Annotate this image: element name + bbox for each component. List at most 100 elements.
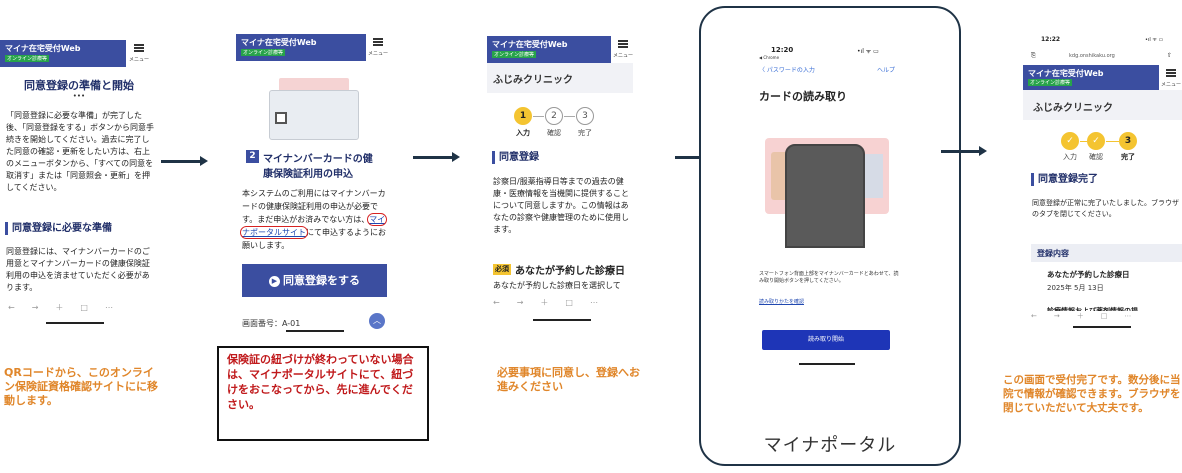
screen-consent-complete: 12:22 •ıl ᯤ ▭ ⎘ kdg.onshikaku.org ⇧ マイナ在… <box>1023 30 1182 330</box>
screen-consent-prep: マイナ在宅受付Web オンライン診療等 メニュー 同意登録の準備と開始 ••• … <box>0 40 158 325</box>
tabs-icon[interactable]: □ <box>80 303 88 312</box>
app-tag: オンライン診療等 <box>5 55 50 62</box>
question-sub: あなたが予約した診療日を選択して <box>493 281 621 290</box>
step-2-label: 確認 <box>547 129 561 137</box>
step-body-2: にて申込するようにお願いします。 <box>242 228 386 250</box>
chevron-left-icon: 〈 <box>759 67 767 74</box>
app-tag: オンライン診療等 <box>241 49 286 56</box>
status-time: 12:22 <box>1041 36 1061 43</box>
flow-arrow-1 <box>161 156 208 166</box>
back-icon[interactable]: ← <box>8 303 15 312</box>
card-reader-illustration <box>765 136 889 248</box>
title-dots: ••• <box>72 92 86 100</box>
plus-icon[interactable]: ＋ <box>540 298 549 307</box>
status-carrier: ◀ Chrome <box>759 55 780 60</box>
caption-box-link-warning: 保険証の紐づけが終わっていない場合は、マイナポータルサイトにて、紐づけをおこなっ… <box>217 346 429 441</box>
status-icons: •ıl ᯤ ▭ <box>1145 37 1164 43</box>
clinic-header: ふじみクリニック <box>487 63 633 93</box>
status-time: 12:20 <box>771 46 794 54</box>
page-title: カードの読み取り <box>759 90 847 103</box>
menu-button[interactable]: メニュー <box>128 40 150 67</box>
hamburger-icon <box>1166 69 1176 77</box>
step-2-label: 確認 <box>1089 153 1103 161</box>
app-name: マイナ在宅受付Web <box>492 40 568 49</box>
complete-paragraph: 同意登録が正常に完了いたしました。ブラウザのタブを閉じてください。 <box>1032 199 1179 218</box>
forward-icon[interactable]: → <box>516 298 524 307</box>
browser-nav-bar: ← → ＋ □ ⋯ <box>8 302 158 314</box>
step-1-label: 入力 <box>1063 153 1077 161</box>
flow-arrow-4 <box>941 146 987 156</box>
content-header-bar: 登録内容 <box>1031 244 1182 262</box>
item-value: 2025年 5月 13日 <box>1047 284 1104 292</box>
browser-nav-bar: ← → ＋ □ ⋯ <box>493 297 633 309</box>
step-3-indicator: 3 <box>576 107 594 125</box>
smartphone-image <box>785 144 865 248</box>
more-icon[interactable]: ⋯ <box>104 303 113 312</box>
step-connector <box>1106 141 1119 142</box>
tabs-icon[interactable]: □ <box>1100 312 1108 320</box>
more-icon[interactable]: ⋯ <box>589 298 598 307</box>
step-2-check-icon: ✓ <box>1087 132 1105 150</box>
clinic-name: ふじみクリニック <box>493 75 573 86</box>
start-reading-button[interactable]: 読み取り開始 <box>762 330 890 350</box>
intro-paragraph: 「同意登録に必要な準備」が完了した後、「同意登録をする」ボタンから同意手続きを開… <box>6 111 154 192</box>
content-header: 登録内容 <box>1037 249 1069 258</box>
menu-button[interactable]: メニュー <box>613 36 633 63</box>
home-indicator <box>533 319 591 321</box>
address-bar[interactable]: ⎘ kdg.onshikaku.org ⇧ <box>1031 52 1182 62</box>
app-header: マイナ在宅受付Web オンライン診療等 <box>0 40 126 67</box>
app-header: マイナ在宅受付Web オンライン診療等 <box>1023 65 1159 90</box>
step-body: 本システムのご利用にはマイナンバーカードの健康保険証利用の申込が必要です。まだ申… <box>239 187 388 252</box>
hamburger-icon <box>134 44 144 52</box>
card-illustration <box>269 78 359 140</box>
home-indicator <box>1073 326 1131 328</box>
menu-label: メニュー <box>368 51 388 57</box>
step-title-line1: マイナンバーカードの健 <box>263 154 373 165</box>
consent-paragraph: 診察日/服薬指導日等までの過去の健康・医療情報を当機関に提供することについて同意… <box>493 177 629 234</box>
menu-button[interactable]: メニュー <box>368 34 388 61</box>
tabs-icon[interactable]: □ <box>565 298 573 307</box>
device-label: マイナポータル <box>763 435 897 456</box>
help-link[interactable]: ヘルプ <box>877 67 896 74</box>
app-header: マイナ在宅受付Web オンライン診療等 <box>236 34 366 61</box>
mynaportal-link[interactable]: マイナポータルサイト <box>239 213 388 239</box>
item-title: あなたが予約した診療日 <box>1047 270 1130 279</box>
required-badge: 必須 <box>493 264 511 275</box>
forward-icon[interactable]: → <box>1053 312 1060 320</box>
step-2-indicator: 2 <box>545 107 563 125</box>
caption-complete: この画面で受付完了です。数分後に当院で情報が確認できます。ブラウザを閉じていただ… <box>1003 374 1181 414</box>
caption-consent: 必要事項に同意し、登録へお進みください <box>497 366 640 393</box>
step-body-1: 本システムのご利用にはマイナンバーカードの健康保険証利用の申込が必要です。まだ申… <box>242 189 386 224</box>
question-heading: あなたが予約した診療日 <box>515 266 625 277</box>
menu-label: メニュー <box>613 53 633 59</box>
back-label: パスワードの入力 <box>766 67 815 74</box>
step-1-indicator: 1 <box>514 107 532 125</box>
clinic-header: ふじみクリニック <box>1023 90 1182 120</box>
screen-id: 画面番号：A-01 <box>242 319 301 328</box>
step-connector <box>564 116 575 117</box>
more-icon[interactable]: ⋯ <box>1124 312 1132 320</box>
plus-icon[interactable]: ＋ <box>55 303 64 312</box>
back-icon[interactable]: ← <box>493 298 500 307</box>
consent-register-button[interactable]: ▶同意登録をする <box>242 264 387 297</box>
section-heading: 同意登録完了 <box>1031 173 1181 186</box>
hamburger-icon <box>373 38 383 46</box>
screen-insurance-link: マイナ在宅受付Web オンライン診療等 メニュー 2 マイナンバーカードの健 康… <box>236 34 388 334</box>
back-icon[interactable]: ← <box>1031 312 1037 320</box>
browser-nav-bar: ← → ＋ □ ⋯ <box>1031 311 1181 323</box>
step-connector <box>533 116 544 117</box>
plus-icon[interactable]: ＋ <box>1076 312 1084 320</box>
app-tag: オンライン診療等 <box>1028 79 1073 86</box>
how-to-read-link[interactable]: 読み取りかたを確認 <box>759 299 805 305</box>
share-icon[interactable]: ⇧ <box>1167 52 1173 59</box>
section-text: 同意登録には、マイナンバーカードのご用意とマイナンバーカードの健康保険証利用の申… <box>6 247 150 292</box>
forward-icon[interactable]: → <box>31 303 39 312</box>
menu-button[interactable]: メニュー <box>1160 65 1182 90</box>
item-next: 診療情報および薬剤情報の提 <box>1047 307 1138 312</box>
tab-icon: ⎘ <box>1031 52 1036 59</box>
section-heading: 同意登録 <box>492 151 630 164</box>
scroll-top-button[interactable]: ︿ <box>369 313 385 329</box>
step-connector <box>1080 141 1087 142</box>
back-link[interactable]: 〈 パスワードの入力 <box>759 65 815 74</box>
app-tag: オンライン診療等 <box>492 51 537 58</box>
